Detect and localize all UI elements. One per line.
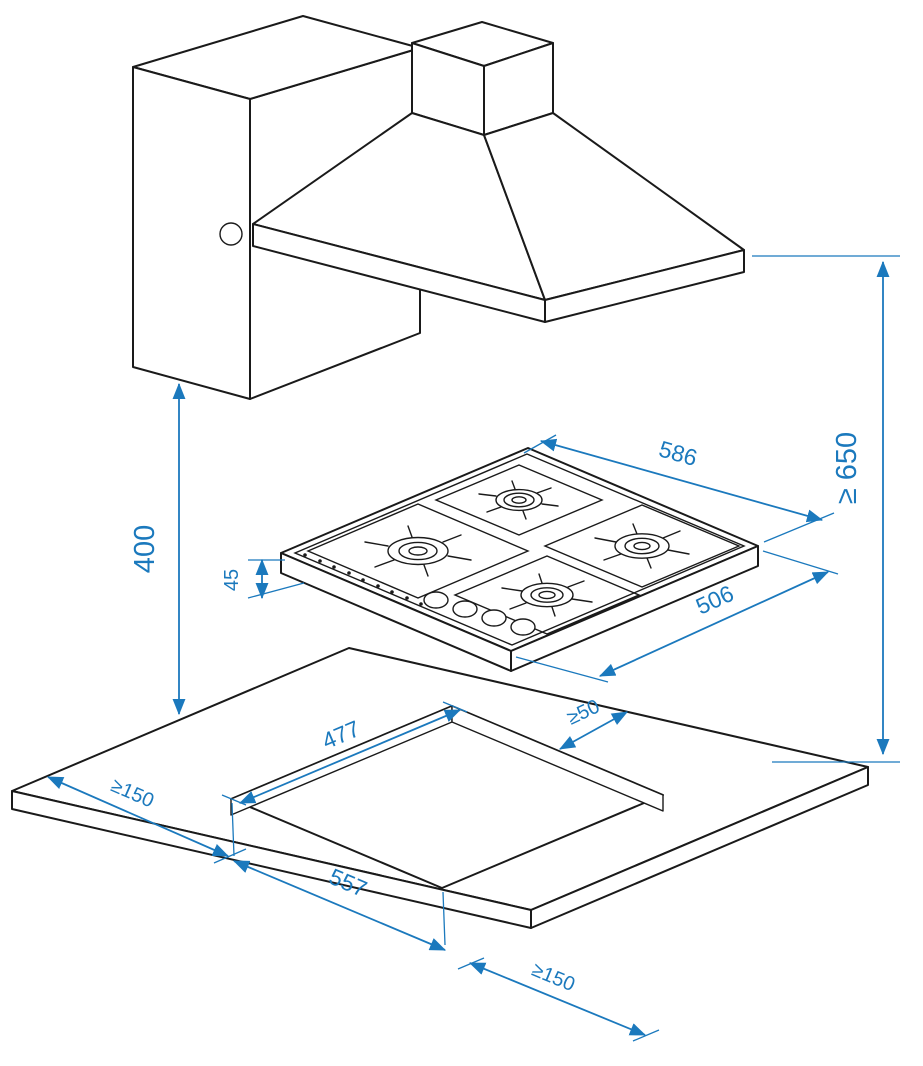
worktop-front-right-face bbox=[530, 766, 869, 929]
vent-slots bbox=[303, 553, 423, 606]
burner-front bbox=[453, 555, 641, 635]
dim-cabinet-clearance: 400 bbox=[129, 382, 186, 716]
dim-hood-clearance: ≥ 650 bbox=[752, 255, 900, 763]
burner-left bbox=[306, 503, 530, 599]
hood-clearance-label: ≥ 650 bbox=[831, 432, 863, 504]
installation-height-label: 45 bbox=[221, 569, 243, 591]
cabinet-clearance-label: 400 bbox=[129, 525, 161, 573]
cabinet-front-face bbox=[132, 66, 251, 400]
hood-rim-right-face bbox=[544, 249, 745, 323]
hob-width-label: 586 bbox=[656, 436, 700, 471]
dim-installation-height: 45 bbox=[221, 558, 305, 600]
cooker-hood bbox=[252, 21, 745, 323]
control-knobs bbox=[423, 591, 536, 636]
cabinet-cable-hole bbox=[219, 222, 243, 246]
dim-clearance-front: ≥150 bbox=[457, 957, 660, 1042]
